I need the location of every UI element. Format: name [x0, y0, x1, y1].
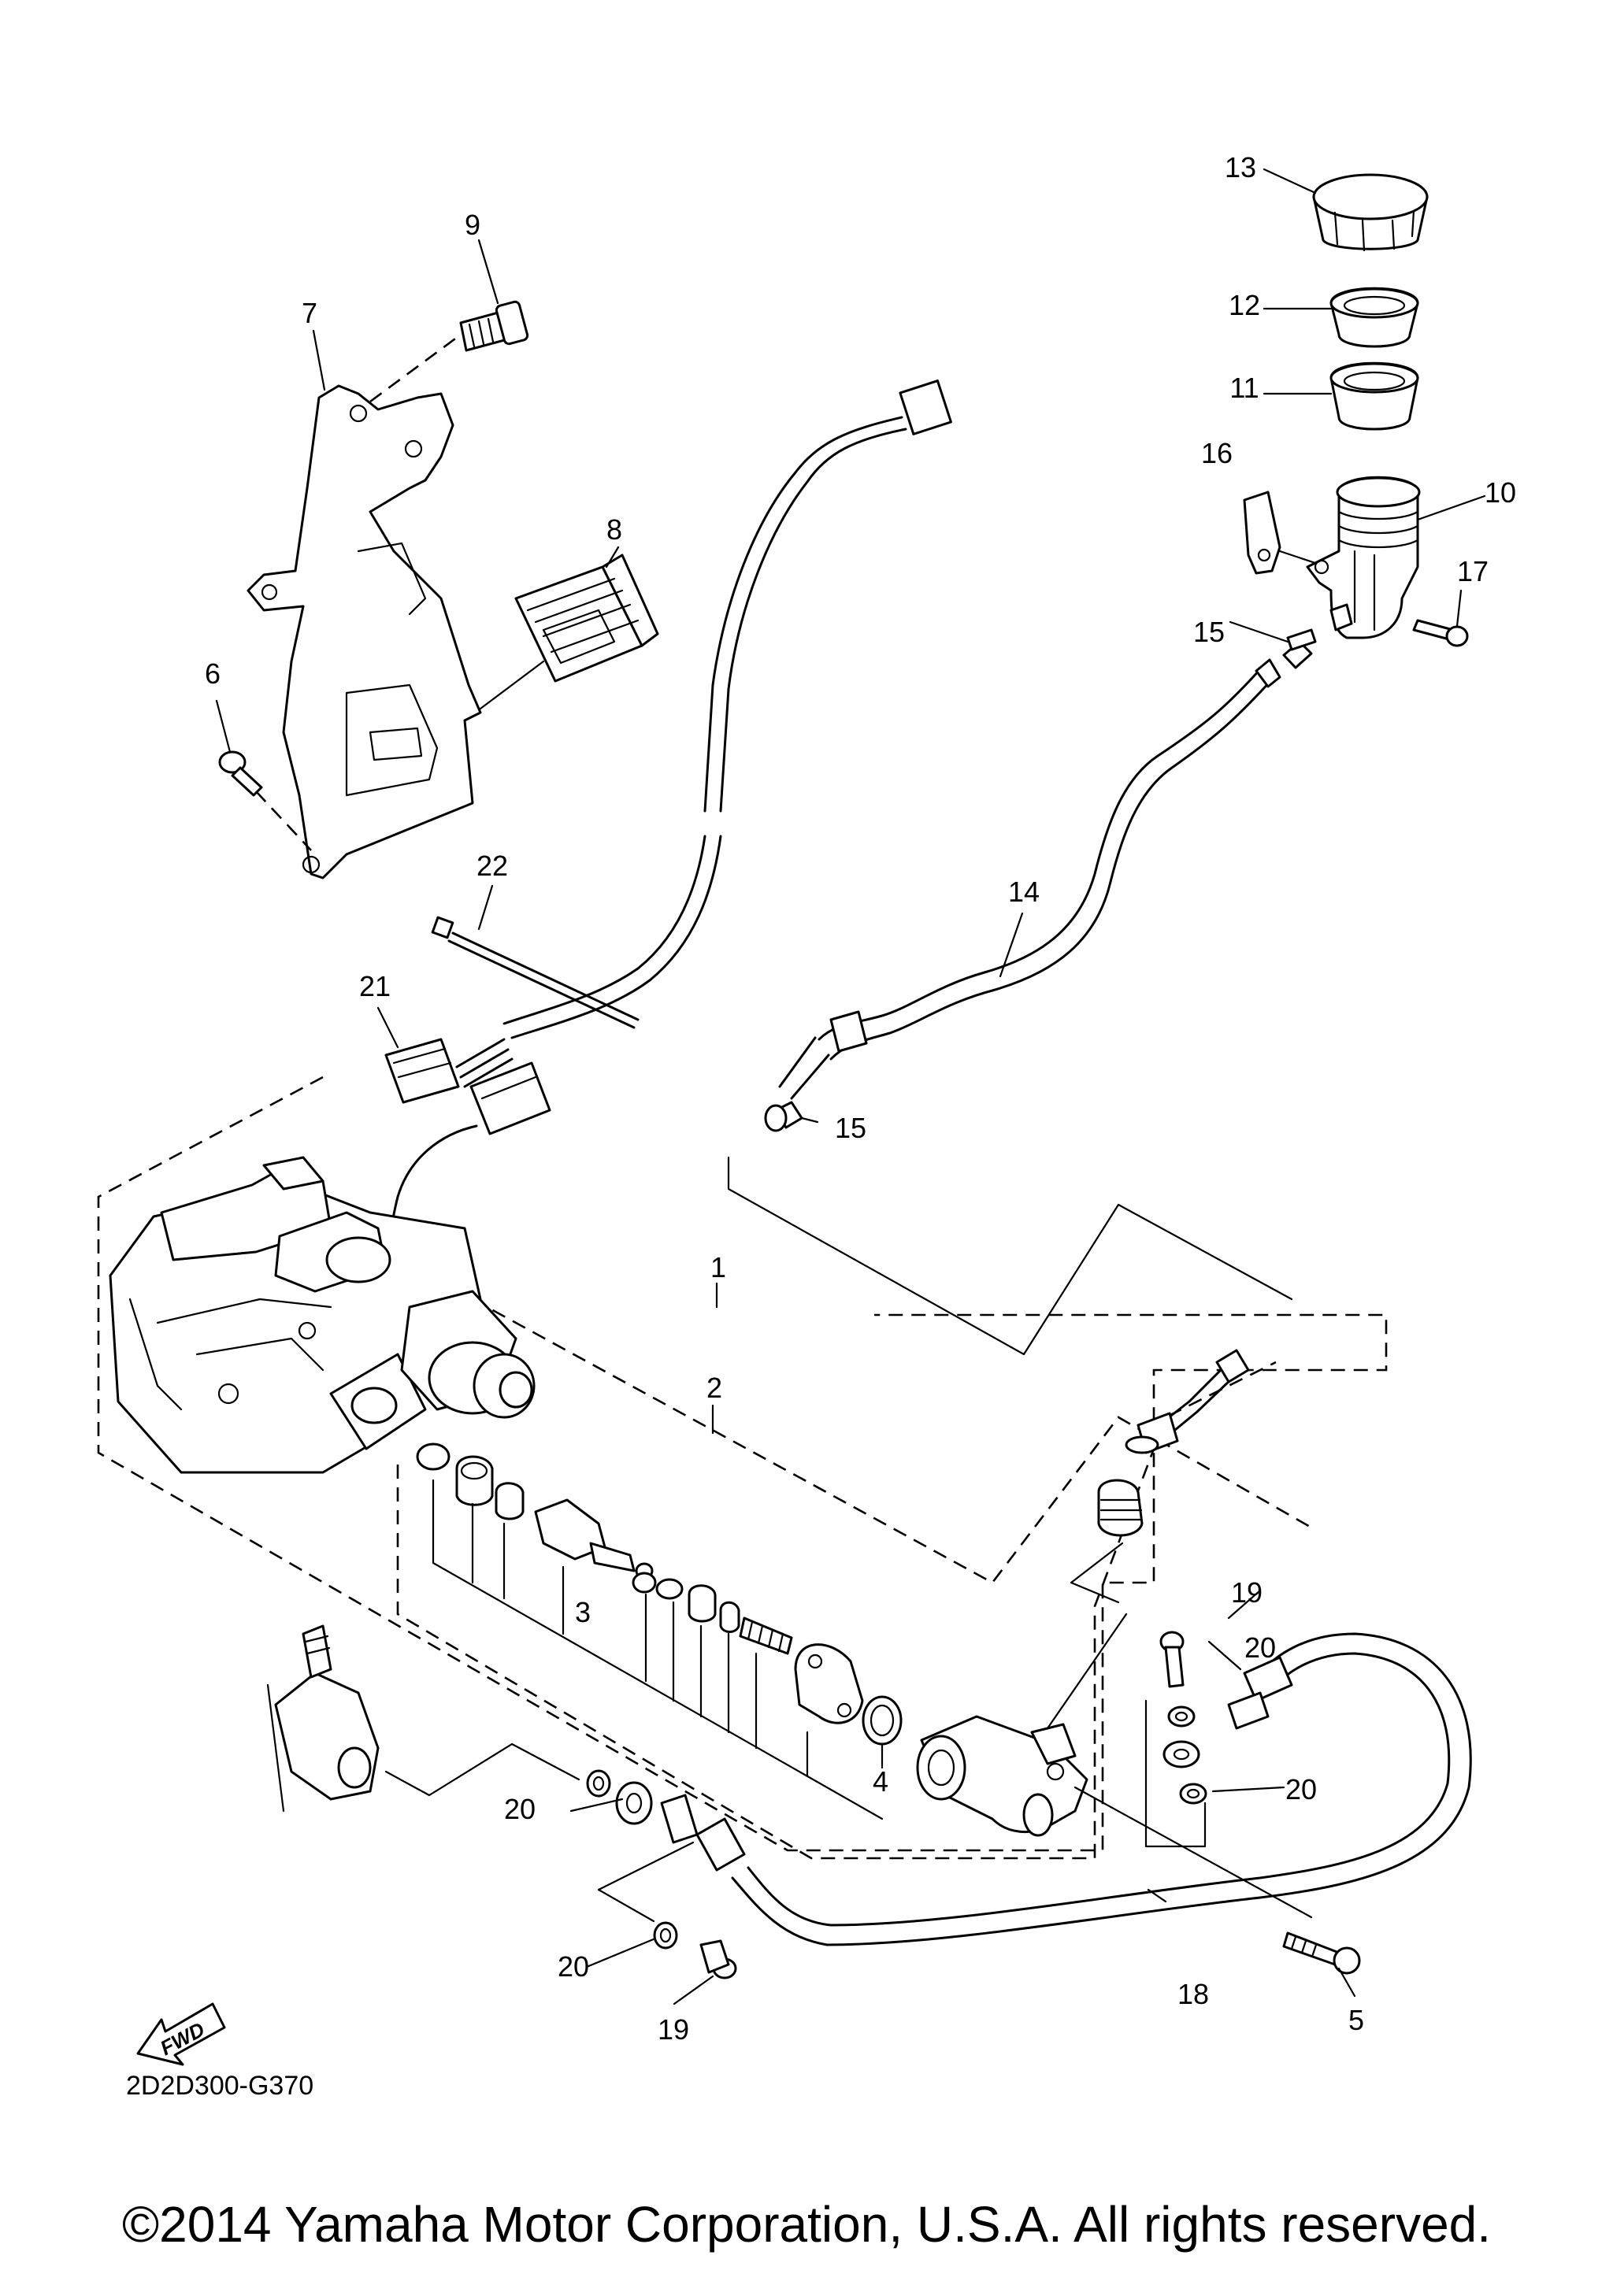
callout-17: 17: [1457, 555, 1489, 587]
cable-tie: [431, 916, 640, 1029]
diagram-code: 2D2D300-G370: [126, 2071, 313, 2101]
callout-10: 10: [1485, 476, 1516, 509]
callout-14: 14: [1008, 876, 1040, 908]
callout-20-lower: 20: [558, 1950, 589, 1983]
reservoir-clip: [1243, 491, 1281, 575]
callout-18: 18: [1177, 1978, 1209, 2010]
gasket: [794, 1643, 864, 1724]
callout-4: 4: [873, 1765, 888, 1798]
hose-joint: [1125, 1349, 1250, 1454]
callout-20-right: 20: [1285, 1773, 1317, 1805]
wire-harness: [502, 380, 952, 1039]
master-cylinder: [916, 1715, 1088, 1837]
dust-boot: [1097, 1479, 1144, 1537]
callout-8: 8: [606, 513, 622, 546]
coupler: [384, 1038, 551, 1293]
o-ring: [862, 1695, 903, 1746]
copyright-notice: ©2014 Yamaha Motor Corporation, U.S.A. A…: [121, 2196, 1492, 2253]
bracket: [247, 384, 482, 880]
sealing-washer: [1179, 1783, 1207, 1805]
packing: [1329, 361, 1419, 431]
sealing-washer: [1167, 1705, 1196, 1728]
callout-6: 6: [205, 657, 221, 690]
callout-16: 16: [1201, 437, 1233, 469]
diaphragm: [1329, 287, 1419, 348]
master-cylinder-kit: [416, 1442, 884, 1820]
hose-clamp: [764, 1101, 803, 1132]
callout-7: 7: [302, 297, 317, 329]
callout-19-upper: 19: [1231, 1576, 1263, 1609]
sealing-washer: [615, 1781, 653, 1825]
callout-3: 3: [575, 1596, 591, 1628]
reservoir-screw: [1412, 619, 1469, 647]
callout-20-upper: 20: [1244, 1631, 1276, 1664]
callout-1: 1: [710, 1251, 726, 1283]
union-bolt: [699, 1939, 737, 1979]
callout-15-upper: 15: [1193, 616, 1225, 648]
sealing-washer: [1162, 1740, 1200, 1768]
callout-12: 12: [1229, 289, 1260, 321]
brake-hose: [660, 1632, 1472, 1946]
callout-22: 22: [476, 850, 508, 882]
callout-2: 2: [706, 1372, 722, 1404]
sealing-washer: [653, 1921, 678, 1950]
callout-11: 11: [1229, 372, 1259, 404]
callout-5: 5: [1348, 2004, 1364, 2036]
callout-9: 9: [465, 209, 480, 241]
hose-clamp: [1282, 628, 1317, 669]
screw: [218, 750, 263, 797]
callout-13: 13: [1225, 151, 1256, 183]
caliper-fitting: [266, 1624, 380, 1813]
forward-arrow-icon: FWD: [136, 2002, 226, 2066]
throttle-body-assembly: [109, 1156, 536, 1474]
callout-21: 21: [359, 970, 391, 1002]
callout-19-lower: 19: [658, 2013, 689, 2046]
callout-labels: 1 2 3 4 5 6 7 8 9 10 11 12 13 14 15 15 1…: [205, 151, 1516, 2046]
callout-15-lower: 15: [835, 1112, 866, 1144]
callout-20-left: 20: [504, 1793, 536, 1825]
union-bolt: [1159, 1631, 1185, 1688]
leader-lines: [215, 168, 1486, 2005]
hose: [778, 658, 1281, 1100]
rectifier-regulator: [514, 554, 659, 683]
sealing-washer: [586, 1769, 611, 1798]
reservoir-cap: [1312, 173, 1429, 252]
reservoir-tank: [1306, 476, 1421, 639]
bolt: [459, 300, 529, 352]
bolt: [1282, 1931, 1361, 1975]
